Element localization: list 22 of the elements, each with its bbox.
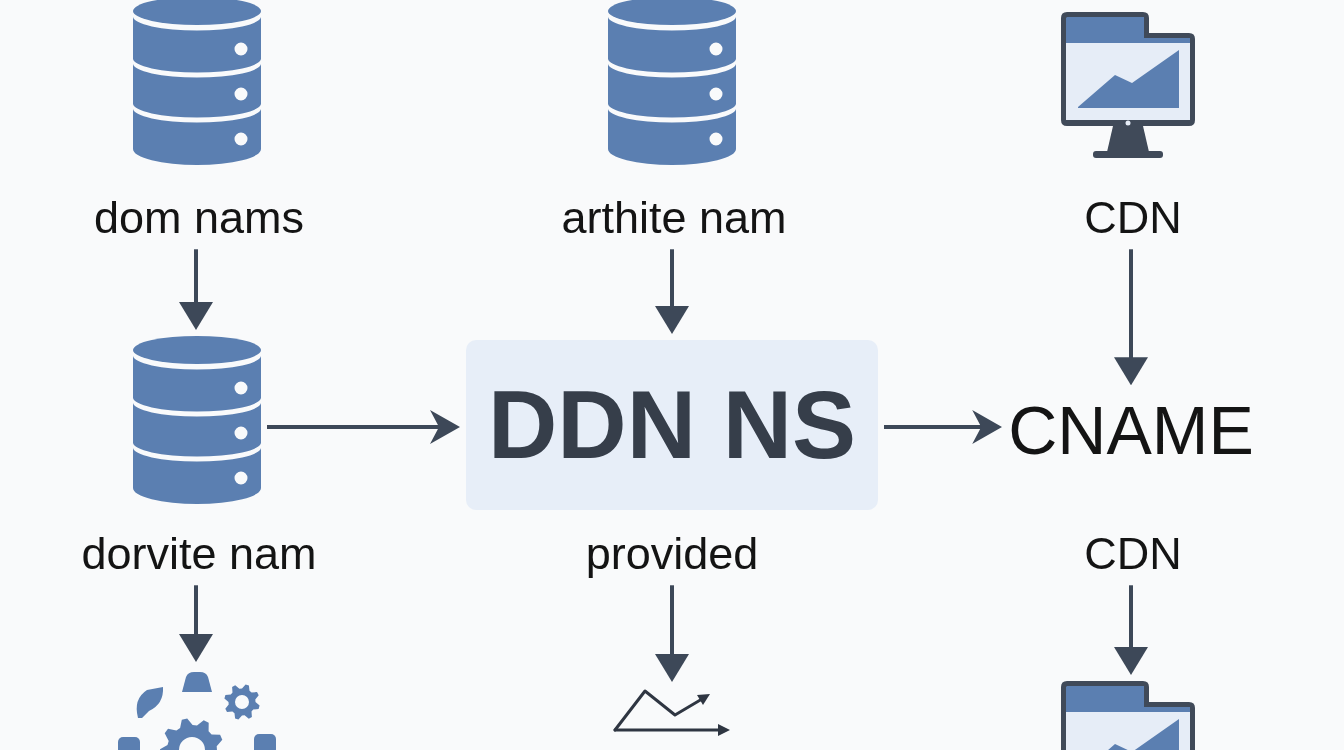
monitor-icon: [1061, 12, 1195, 158]
line-chart-icon: [612, 688, 732, 736]
arrow: [655, 585, 689, 682]
database-icon: [608, 0, 736, 167]
database-icon: [133, 0, 261, 167]
monitor-icon: [1061, 681, 1195, 750]
node-label: dom nams: [93, 191, 305, 244]
arrow: [655, 249, 689, 334]
arrow: [179, 585, 213, 662]
node-label: CDN: [1084, 191, 1182, 244]
box-label: DDN NS: [488, 369, 856, 480]
database-icon: [133, 336, 261, 506]
node-label: dorvite nam: [81, 527, 317, 580]
arrow: [267, 410, 460, 444]
node-label: CDN: [1084, 527, 1182, 580]
node-label: CNAME: [1008, 391, 1254, 470]
arrow: [179, 249, 213, 330]
arrow: [884, 410, 1003, 444]
node-label: arthite nam: [561, 191, 787, 244]
node-label: provided: [585, 527, 759, 580]
arrow: [1114, 249, 1148, 386]
arrow: [1114, 585, 1148, 675]
